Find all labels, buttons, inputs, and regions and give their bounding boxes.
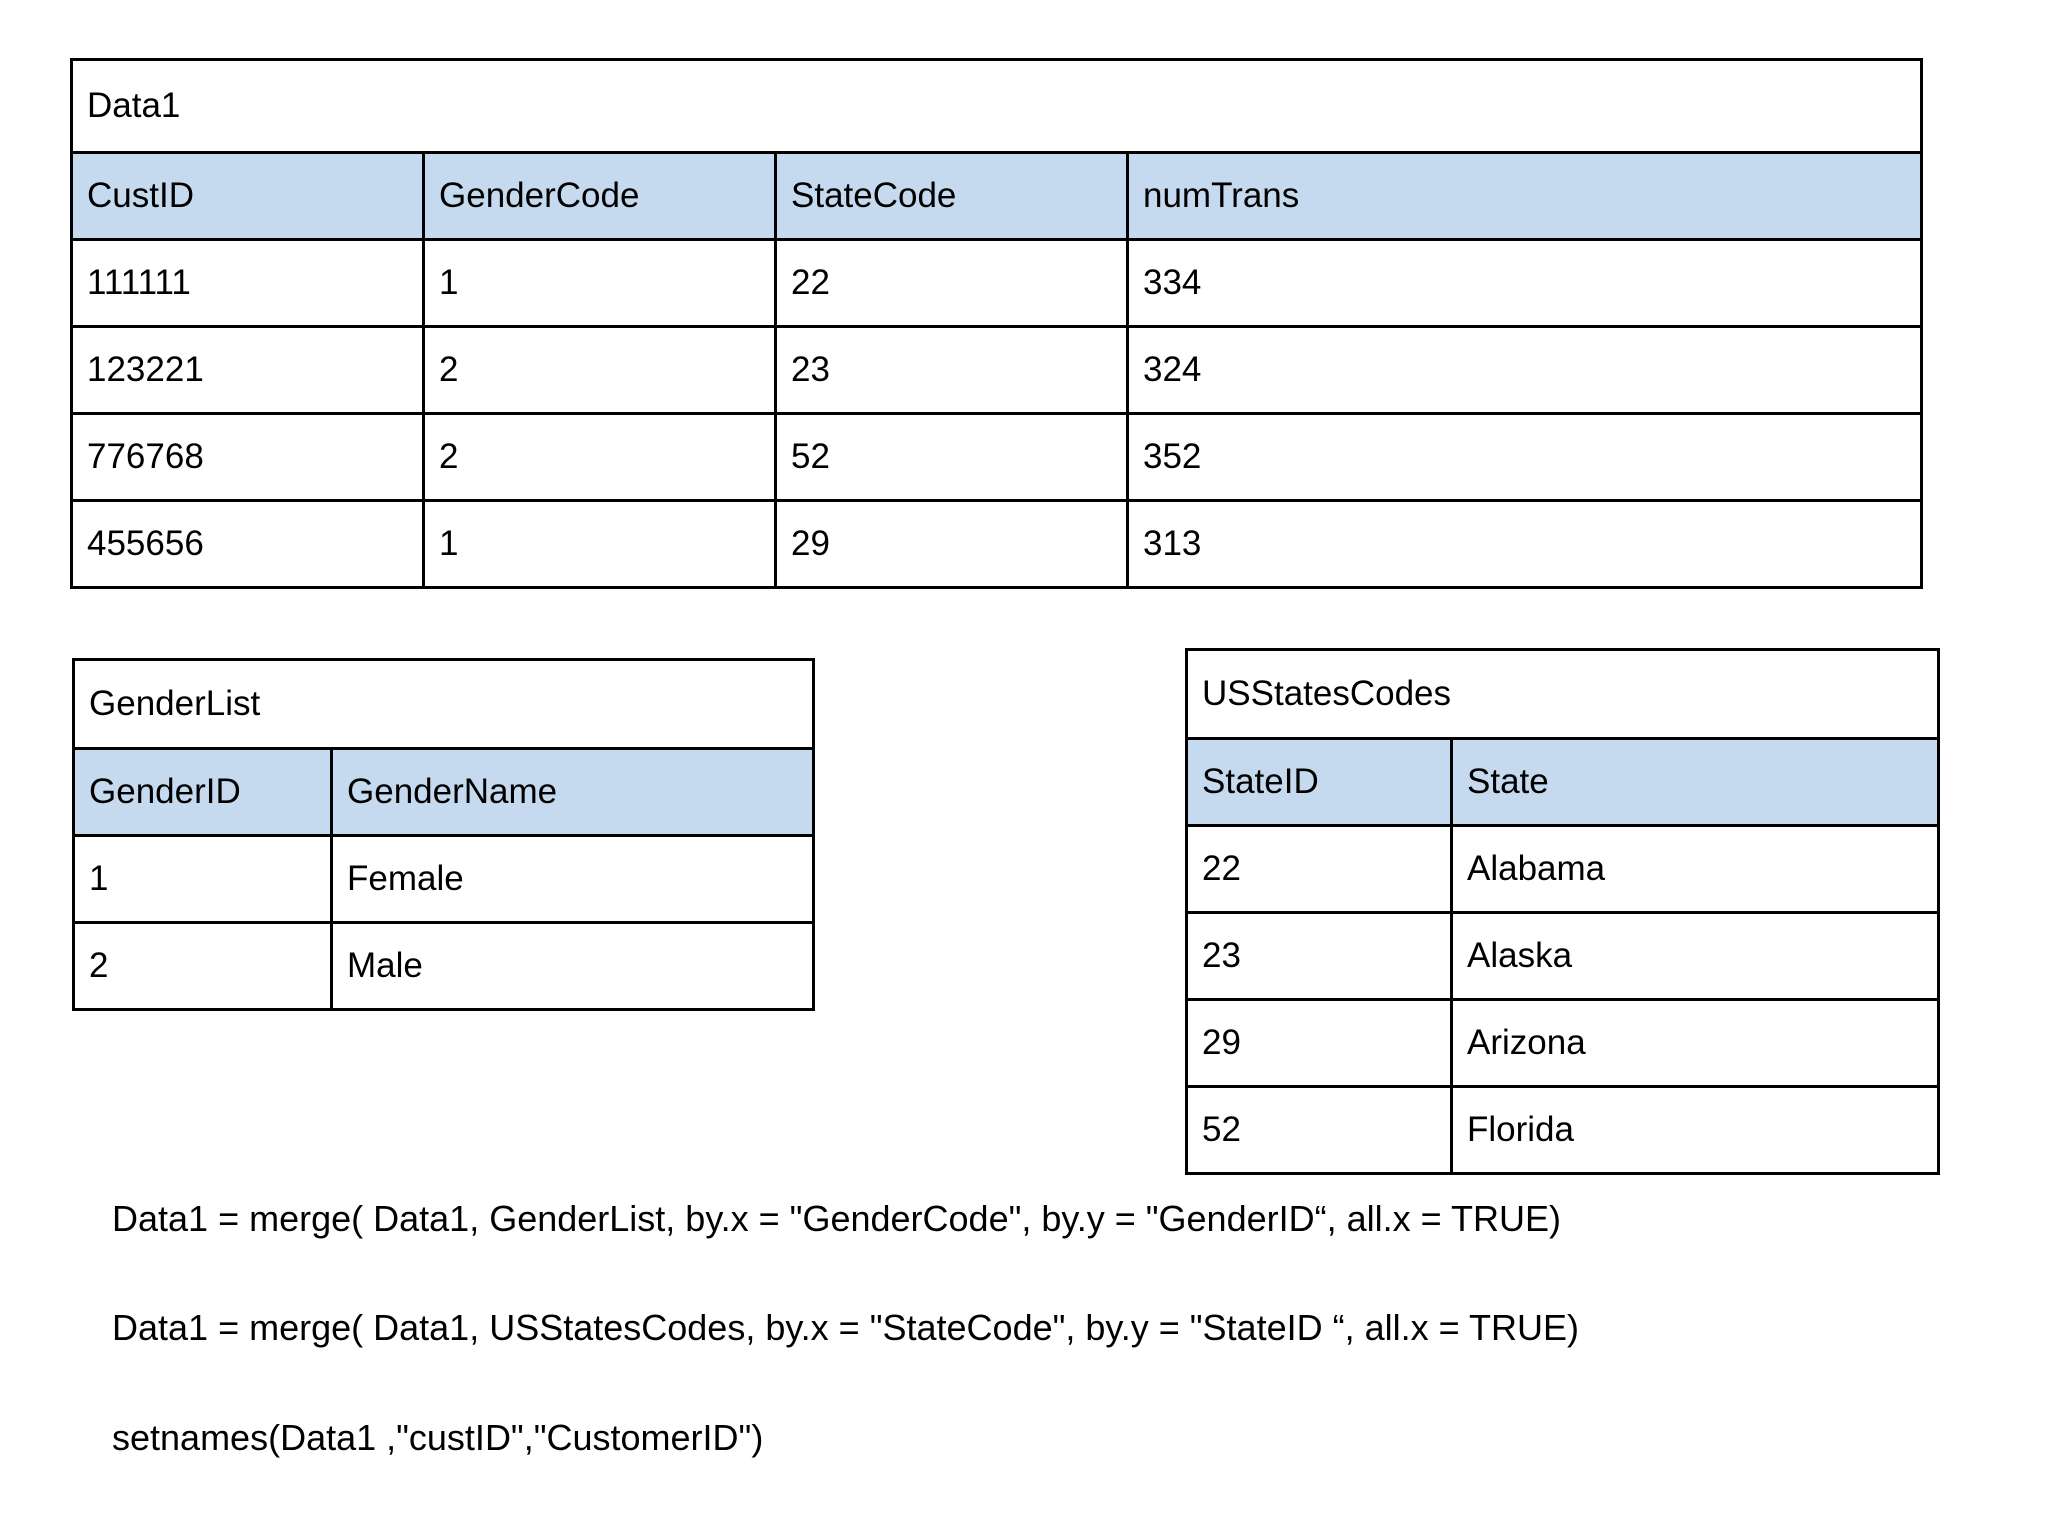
usstatescodes-title-row: USStatesCodes — [1185, 648, 1940, 740]
usstatescodes-col-stateid: StateID — [1185, 737, 1453, 827]
usstatescodes-table: USStatesCodes StateID State 22 Alabama 2… — [1185, 648, 1940, 1175]
genderlist-header-row: GenderID GenderName — [72, 747, 815, 837]
data1-title-row: Data1 — [69, 58, 1924, 154]
genderlist-cell: Male — [330, 921, 815, 1011]
data1-cell: 111111 — [70, 238, 425, 328]
usstatescodes-cell: 23 — [1185, 911, 1453, 1001]
table-row: 776768 2 52 352 — [70, 412, 1924, 502]
table-row: 111111 1 22 334 — [70, 238, 1924, 328]
usstatescodes-cell: 52 — [1185, 1085, 1453, 1175]
table-row: 455656 1 29 313 — [70, 499, 1924, 589]
usstatescodes-cell: 22 — [1185, 824, 1453, 914]
data1-col-numtrans: numTrans — [1125, 151, 1924, 241]
genderlist-cell: Female — [330, 834, 815, 924]
usstatescodes-cell: Arizona — [1450, 998, 1940, 1088]
usstatescodes-cell: Florida — [1450, 1085, 1940, 1175]
data1-cell: 2 — [422, 412, 777, 502]
genderlist-title-row: GenderList — [72, 658, 815, 750]
data1-cell: 22 — [774, 238, 1129, 328]
data1-cell: 776768 — [70, 412, 425, 502]
table-row: 23 Alaska — [1185, 911, 1940, 1001]
data1-cell: 1 — [422, 499, 777, 589]
data1-col-gendercode: GenderCode — [422, 151, 777, 241]
data1-cell: 23 — [774, 325, 1129, 415]
genderlist-col-gendername: GenderName — [330, 747, 815, 837]
data1-header-row: CustID GenderCode StateCode numTrans — [70, 151, 1924, 241]
code-line-setnames: setnames(Data1 ,"custID","CustomerID") — [112, 1416, 764, 1458]
code-line-merge-usstatescodes: Data1 = merge( Data1, USStatesCodes, by.… — [112, 1307, 1579, 1349]
genderlist-col-genderid: GenderID — [72, 747, 333, 837]
table-row: 22 Alabama — [1185, 824, 1940, 914]
table-row: 2 Male — [72, 921, 815, 1011]
usstatescodes-title: USStatesCodes — [1185, 648, 1940, 740]
data1-cell: 334 — [1125, 238, 1924, 328]
table-row: 52 Florida — [1185, 1085, 1940, 1175]
data1-table: Data1 CustID GenderCode StateCode numTra… — [69, 58, 1924, 589]
genderlist-cell: 2 — [72, 921, 333, 1011]
usstatescodes-col-state: State — [1450, 737, 1940, 827]
data1-col-custid: CustID — [70, 151, 425, 241]
genderlist-table: GenderList GenderID GenderName 1 Female … — [72, 658, 815, 1011]
usstatescodes-cell: Alaska — [1450, 911, 1940, 1001]
usstatescodes-cell: Alabama — [1450, 824, 1940, 914]
table-row: 123221 2 23 324 — [70, 325, 1924, 415]
usstatescodes-header-row: StateID State — [1185, 737, 1940, 827]
data1-title: Data1 — [69, 58, 1924, 154]
data1-cell: 1 — [422, 238, 777, 328]
usstatescodes-cell: 29 — [1185, 998, 1453, 1088]
data1-cell: 313 — [1125, 499, 1924, 589]
data1-cell: 123221 — [70, 325, 425, 415]
data1-cell: 29 — [774, 499, 1129, 589]
data1-cell: 455656 — [70, 499, 425, 589]
data1-cell: 324 — [1125, 325, 1924, 415]
code-line-merge-genderlist: Data1 = merge( Data1, GenderList, by.x =… — [112, 1198, 1561, 1239]
data1-cell: 352 — [1125, 412, 1924, 502]
data1-cell: 52 — [774, 412, 1129, 502]
table-row: 29 Arizona — [1185, 998, 1940, 1088]
genderlist-title: GenderList — [72, 658, 815, 750]
data1-col-statecode: StateCode — [774, 151, 1129, 241]
table-row: 1 Female — [72, 834, 815, 924]
code-block: Data1 = merge( Data1, GenderList, by.x =… — [112, 1198, 1912, 1458]
genderlist-cell: 1 — [72, 834, 333, 924]
data1-cell: 2 — [422, 325, 777, 415]
